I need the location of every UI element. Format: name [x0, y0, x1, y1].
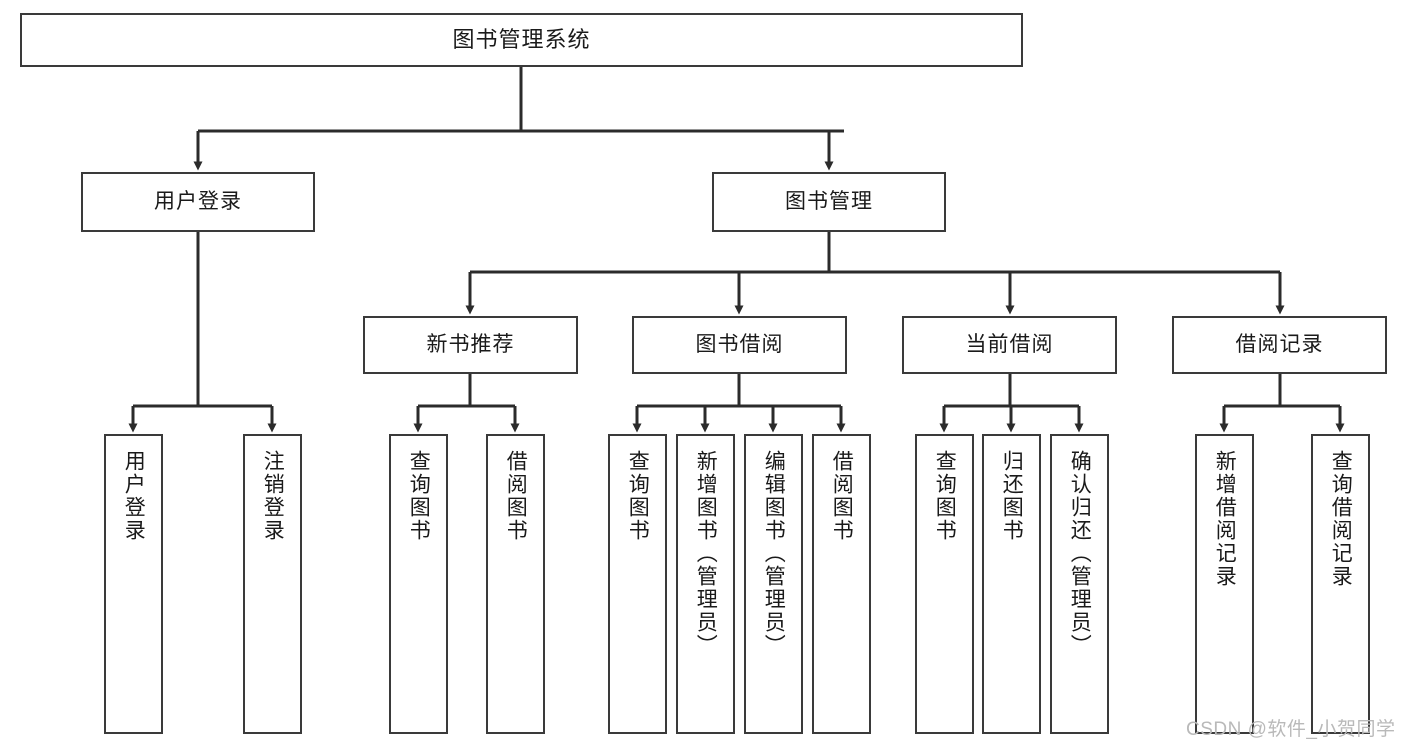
node-leaf-borrow-book-1-label: 借阅图书	[504, 450, 528, 542]
node-leaf-confirm-return-label: 确认归还（管理员）	[1068, 450, 1092, 657]
node-leaf-query-book-2[interactable]: 查询图书	[608, 434, 667, 734]
node-leaf-return-book[interactable]: 归还图书	[982, 434, 1041, 734]
node-leaf-borrow-book-2[interactable]: 借阅图书	[812, 434, 871, 734]
node-leaf-borrow-book-1[interactable]: 借阅图书	[486, 434, 545, 734]
node-leaf-query-record-label: 查询借阅记录	[1329, 450, 1353, 588]
node-leaf-add-book[interactable]: 新增图书（管理员）	[676, 434, 735, 734]
node-leaf-query-record[interactable]: 查询借阅记录	[1311, 434, 1370, 734]
node-leaf-query-book-2-label: 查询图书	[626, 450, 650, 542]
node-root[interactable]: 图书管理系统	[20, 13, 1023, 67]
node-leaf-query-book-1[interactable]: 查询图书	[389, 434, 448, 734]
node-book-manage[interactable]: 图书管理	[712, 172, 946, 232]
node-leaf-add-book-label: 新增图书（管理员）	[694, 450, 718, 657]
node-borrow-record[interactable]: 借阅记录	[1172, 316, 1387, 374]
node-current-borrow-label: 当前借阅	[965, 333, 1054, 357]
csdn-watermark: CSDN @软件_小贺同学	[1186, 714, 1395, 741]
node-leaf-add-record[interactable]: 新增借阅记录	[1195, 434, 1254, 734]
node-book-borrow[interactable]: 图书借阅	[632, 316, 847, 374]
node-book-borrow-label: 图书借阅	[695, 333, 784, 357]
node-borrow-record-label: 借阅记录	[1235, 333, 1324, 357]
node-leaf-user-logout-label: 注销登录	[261, 450, 285, 542]
node-leaf-user-logout[interactable]: 注销登录	[243, 434, 302, 734]
node-leaf-edit-book[interactable]: 编辑图书（管理员）	[744, 434, 803, 734]
csdn-watermark-text: CSDN @软件_小贺同学	[1186, 719, 1396, 740]
node-leaf-confirm-return[interactable]: 确认归还（管理员）	[1050, 434, 1109, 734]
node-leaf-query-book-3[interactable]: 查询图书	[915, 434, 974, 734]
node-leaf-query-book-3-label: 查询图书	[933, 450, 957, 542]
node-user-login-label: 用户登录	[154, 190, 242, 214]
node-leaf-user-login-label: 用户登录	[122, 450, 146, 542]
node-new-book-recommend-label: 新书推荐	[426, 333, 515, 357]
node-root-label: 图书管理系统	[452, 26, 591, 52]
node-user-login[interactable]: 用户登录	[81, 172, 315, 232]
node-leaf-return-book-label: 归还图书	[1000, 450, 1024, 542]
node-new-book-recommend[interactable]: 新书推荐	[363, 316, 578, 374]
node-leaf-add-record-label: 新增借阅记录	[1213, 450, 1237, 588]
node-leaf-edit-book-label: 编辑图书（管理员）	[762, 450, 786, 657]
node-current-borrow[interactable]: 当前借阅	[902, 316, 1117, 374]
node-leaf-user-login[interactable]: 用户登录	[104, 434, 163, 734]
node-leaf-borrow-book-2-label: 借阅图书	[830, 450, 854, 542]
node-book-manage-label: 图书管理	[785, 190, 873, 214]
node-leaf-query-book-1-label: 查询图书	[407, 450, 431, 542]
